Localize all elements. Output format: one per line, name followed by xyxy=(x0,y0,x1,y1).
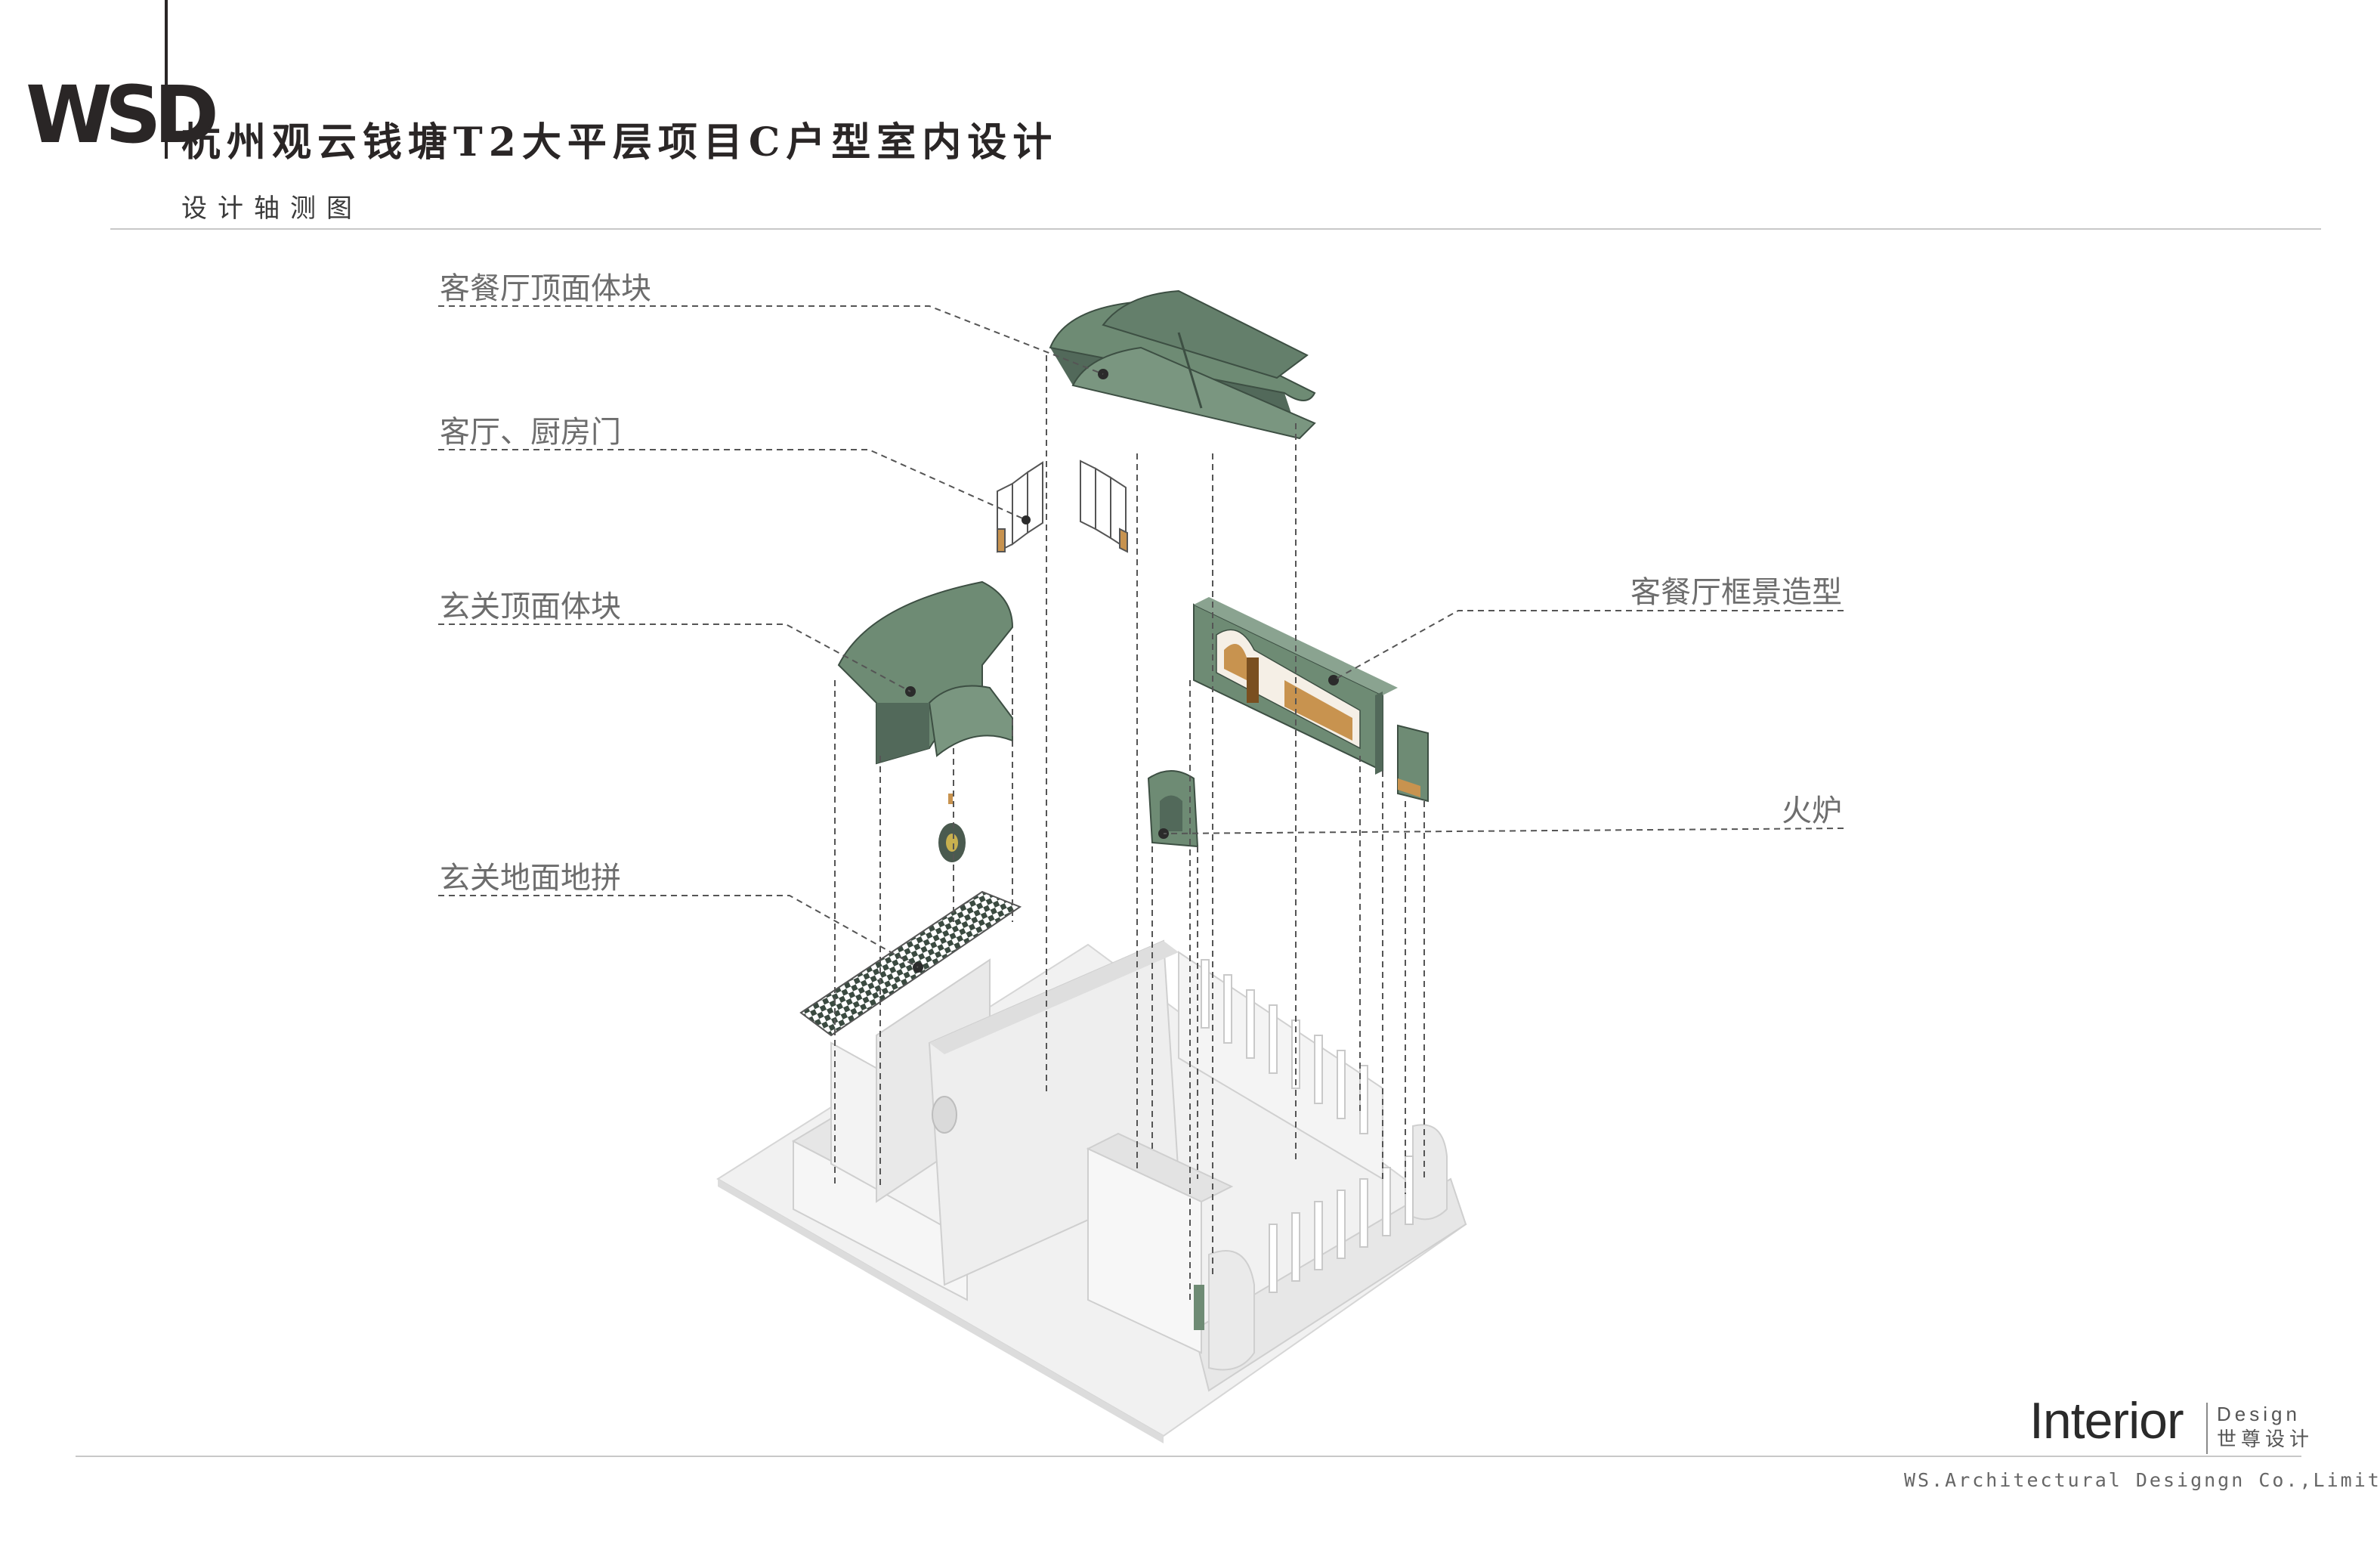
back-wall-top xyxy=(929,941,1179,1054)
brand-interior: Interior xyxy=(2029,1392,2184,1450)
slat-row-back xyxy=(1201,959,1368,1134)
round-window xyxy=(932,1096,957,1134)
leader-dining-ceiling xyxy=(438,305,1104,375)
green-accent xyxy=(1194,1285,1204,1330)
footer-divider xyxy=(76,1456,2301,1457)
pendant-fixture xyxy=(938,794,966,862)
callout-leaders xyxy=(438,305,1844,968)
company-name: WS.Architectural Designgn Co.,Limited xyxy=(1904,1469,2380,1491)
brand-logo: WSD xyxy=(26,69,219,161)
callout-foyer-ceiling: 玄关顶面体块 xyxy=(440,589,621,624)
leader-foyer-ceiling xyxy=(438,623,911,692)
brand-design-word: Design xyxy=(2217,1403,2301,1425)
curved-column-right xyxy=(1412,1124,1448,1221)
header-divider xyxy=(110,228,2321,230)
curved-column xyxy=(1208,1250,1255,1371)
fireplace-block xyxy=(1147,770,1199,848)
page-subtitle: 设计轴测图 xyxy=(181,193,363,224)
leader-fireplace xyxy=(1163,828,1844,834)
slat-row-front xyxy=(1269,1156,1414,1293)
door-leaves xyxy=(997,459,1128,553)
dining-ceiling-block xyxy=(1049,289,1316,440)
brand-divider xyxy=(2206,1403,2208,1454)
leader-doors xyxy=(438,449,1027,521)
foyer-ceiling-block xyxy=(837,580,1014,765)
callout-fireplace: 火炉 xyxy=(1782,794,1842,828)
projection-guides xyxy=(834,355,1425,1300)
callout-dining-frame: 客餐厅框景造型 xyxy=(1630,575,1842,610)
page-title: 杭州观云钱塘T2大平层项目C户型室内设计 xyxy=(181,119,1059,166)
kitchen-volume-top xyxy=(1086,1132,1234,1203)
callout-dining-ceiling: 客餐厅顶面体块 xyxy=(440,271,651,306)
dining-frame xyxy=(1193,597,1429,803)
logo-divider xyxy=(165,0,168,159)
leader-foyer-floor xyxy=(438,895,919,968)
callout-foyer-floor: 玄关地面地拼 xyxy=(440,861,621,896)
brand-chinese-name: 世尊设计 xyxy=(2217,1428,2314,1451)
floor-slab-edge xyxy=(718,1179,1164,1443)
apartment-base-model xyxy=(716,939,1467,1443)
callout-doors: 客厅、厨房门 xyxy=(440,415,621,450)
leader-dining-frame xyxy=(1333,610,1844,681)
